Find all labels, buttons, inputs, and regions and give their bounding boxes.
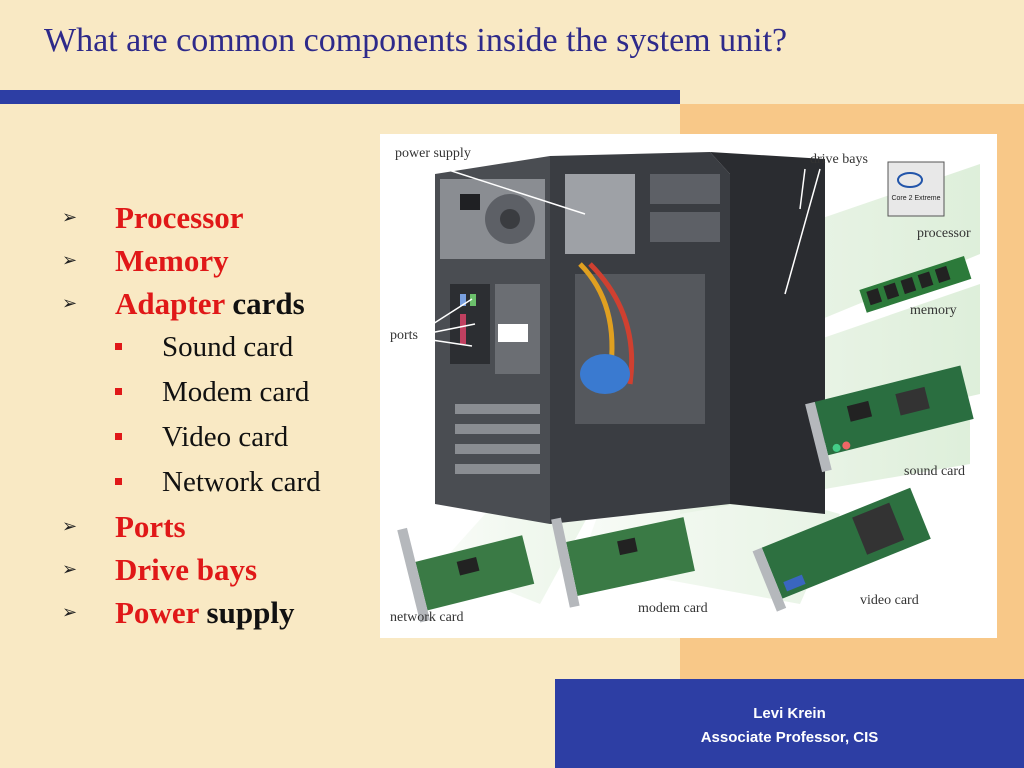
sub-bullet-video-card: Video card <box>60 415 380 460</box>
system-unit-diagram: Core 2 Extreme <box>390 146 980 625</box>
sub-bullet-modem-card: Modem card <box>60 370 380 415</box>
arrow-bullet-icon: ➢ <box>62 602 78 623</box>
chip-label: Core 2 Extreme <box>891 195 940 202</box>
bullet-text-black: supply <box>206 595 295 630</box>
pointer-line <box>799 168 806 210</box>
tower-side-door <box>710 152 825 514</box>
square-bullet-icon <box>115 433 122 440</box>
bullet-list: ➢ Processor ➢ Memory ➢ Adapter cards Sou… <box>60 196 380 634</box>
label-sound-card: sound card <box>904 464 965 479</box>
sub-bullet-text: Modem card <box>162 376 310 408</box>
bullet-text-red: Power <box>115 595 199 630</box>
sub-bullet-text: Network card <box>162 466 321 498</box>
bullet-text-red: Adapter <box>115 286 225 321</box>
modem-card <box>551 517 695 608</box>
author-role: Associate Professor, CIS <box>700 729 879 746</box>
bullet-text-black: cards <box>232 286 305 321</box>
label-video-card: video card <box>860 593 919 608</box>
title-underline-bar <box>0 90 680 104</box>
memory-stick <box>859 255 972 313</box>
sub-bullet-network-card: Network card <box>60 460 380 505</box>
expansion-slot <box>455 424 540 434</box>
slide-title: What are common components inside the sy… <box>44 22 788 59</box>
label-ports: ports <box>390 328 418 343</box>
pointer-line <box>424 323 476 335</box>
sub-bullet-sound-card: Sound card <box>60 325 380 370</box>
arrow-bullet-icon: ➢ <box>62 559 78 580</box>
video-card <box>752 487 931 612</box>
bullet-adapter-cards: ➢ Adapter cards <box>60 282 380 325</box>
label-modem-card: modem card <box>638 601 708 616</box>
bullet-text: Drive bays <box>115 552 258 587</box>
pointer-line <box>784 168 821 295</box>
footer-author-box: Levi Krein Associate Professor, CIS <box>555 679 1024 768</box>
arrow-bullet-icon: ➢ <box>62 516 78 537</box>
expansion-slot <box>455 464 540 474</box>
expansion-slot <box>455 444 540 454</box>
pointer-line <box>424 298 473 330</box>
pointer-line <box>429 163 586 215</box>
arrow-bullet-icon: ➢ <box>62 293 78 314</box>
network-card <box>397 527 535 623</box>
label-drive-bays: drive bays <box>810 152 868 167</box>
expansion-slot <box>455 404 540 414</box>
label-network-card: network card <box>390 610 463 625</box>
author-name: Levi Krein <box>753 705 826 722</box>
label-power-supply: power supply <box>395 146 471 161</box>
pointer-line <box>424 338 473 347</box>
motherboard <box>575 274 705 424</box>
bullet-memory: ➢ Memory <box>60 239 380 282</box>
label-processor: processor <box>917 226 971 241</box>
arrow-bullet-icon: ➢ <box>62 250 78 271</box>
bullet-processor: ➢ Processor <box>60 196 380 239</box>
label-memory: memory <box>910 303 957 318</box>
bullet-text: Processor <box>115 200 244 235</box>
bullet-drive-bays: ➢ Drive bays <box>60 548 380 591</box>
square-bullet-icon <box>115 343 122 350</box>
system-unit-illustration: Core 2 Extreme <box>380 134 997 638</box>
square-bullet-icon <box>115 478 122 485</box>
drive-bay <box>650 212 720 242</box>
processor-chip <box>887 161 945 217</box>
square-bullet-icon <box>115 388 122 395</box>
bullet-ports: ➢ Ports <box>60 505 380 548</box>
sound-card <box>805 365 974 473</box>
bullet-text: Memory <box>115 243 229 278</box>
drive-bay <box>650 174 720 204</box>
sub-bullet-text: Video card <box>162 421 289 453</box>
arrow-bullet-icon: ➢ <box>62 207 78 228</box>
power-supply-box <box>565 174 635 254</box>
bullet-power-supply: ➢ Power supply <box>60 591 380 634</box>
sub-bullet-text: Sound card <box>162 331 294 363</box>
bullet-text: Ports <box>115 509 186 544</box>
